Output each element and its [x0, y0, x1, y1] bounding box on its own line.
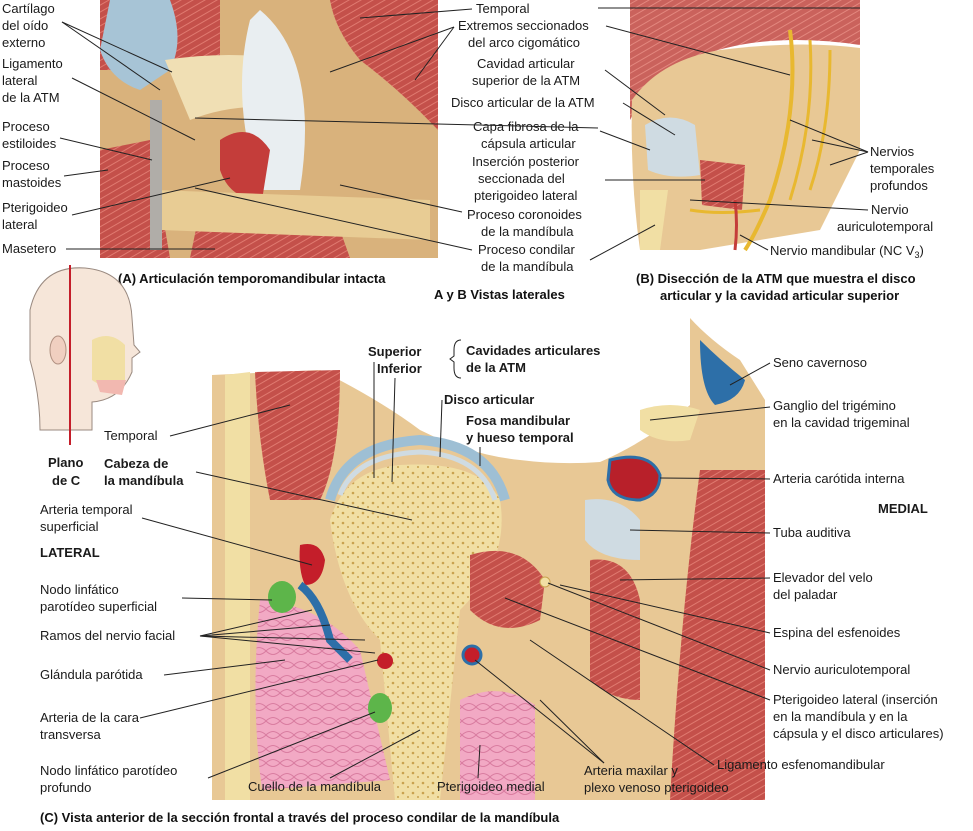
panel-ab-caption: A y B Vistas laterales: [434, 287, 565, 302]
panel-c-left-labels: Temporal Cabeza de la mandíbula Arteria …: [40, 428, 729, 795]
label-temporal-c: Temporal: [104, 428, 158, 443]
label-cavidad-inferior: Inferior: [377, 361, 422, 376]
label-arteria-carotida: Arteria carótida interna: [773, 471, 905, 486]
label-fosa-mandibular: Fosa mandibular y hueso temporal: [466, 413, 574, 445]
label-elevador-velo: Elevador del velo del paladar: [773, 570, 876, 602]
label-proceso-condilar: Proceso condilar de la mandíbula: [478, 242, 578, 274]
label-espina-esfenoides: Espina del esfenoides: [773, 625, 901, 640]
label-lateral: LATERAL: [40, 545, 100, 560]
label-disco-articular-atm: Disco articular de la ATM: [451, 95, 595, 110]
panel-c-top-leaders: [373, 362, 481, 483]
label-temporal-a: Temporal: [476, 1, 530, 16]
label-cavidad-articular-superior: Cavidad articular superior de la ATM: [472, 56, 580, 88]
label-ligamento-lateral: Ligamento lateral de la ATM: [2, 56, 66, 105]
label-proceso-mastoides: Proceso mastoides: [2, 158, 62, 190]
label-nervios-temporales-profundos: Nervios temporales profundos: [870, 144, 938, 193]
label-nervio-mandibular: Nervio mandibular (NC V3): [770, 243, 924, 260]
label-pterigoideo-lateral-c: Pterigoideo lateral (inserción en la man…: [773, 692, 944, 741]
label-ganglio-trigemino: Ganglio del trigémino en la cavidad trig…: [773, 398, 910, 430]
label-pterigoideo-lateral-a: Pterigoideo lateral: [2, 200, 71, 232]
panel-a-right-leaders: [194, 8, 599, 251]
label-nodo-linfatico-superficial: Nodo linfático parotídeo superficial: [40, 582, 157, 614]
panel-a-left-labels: Cartílago del oído externo Ligamento lat…: [2, 1, 71, 256]
label-proceso-estiloides: Proceso estiloides: [2, 119, 57, 151]
label-seno-cavernoso: Seno cavernoso: [773, 355, 867, 370]
label-masetero: Masetero: [2, 241, 56, 256]
label-medial: MEDIAL: [878, 501, 928, 516]
label-glandula-parotida: Glándula parótida: [40, 667, 143, 682]
panel-c-right-labels: Seno cavernoso Ganglio del trigémino en …: [717, 355, 944, 772]
label-arteria-maxilar: Arteria maxilar y plexo venoso pterigoid…: [584, 763, 729, 795]
panel-b-leaders: [589, 7, 869, 261]
panel-a-right-labels: Temporal Extremos seccionados del arco c…: [451, 1, 595, 274]
label-extremos-seccionados: Extremos seccionados del arco cigomático: [458, 18, 592, 50]
label-nervio-auriculotemporal-c: Nervio auriculotemporal: [773, 662, 910, 677]
label-insercion-posterior: Inserción posterior seccionada del pteri…: [472, 154, 583, 203]
panel-a-illustration: [100, 0, 438, 258]
brace: [449, 339, 462, 379]
panel-c-illustration: [212, 318, 765, 800]
label-cuello-mandibula: Cuello de la mandíbula: [248, 779, 382, 794]
panel-c-right-leaders: [504, 362, 771, 766]
label-proceso-coronoides: Proceso coronoides de la mandíbula: [467, 207, 586, 239]
label-nodo-linfatico-profundo: Nodo linfático parotídeo profundo: [40, 763, 181, 795]
label-plano-de-c: Plano de C: [48, 455, 87, 488]
label-arteria-cara-transversa: Arteria de la cara transversa: [40, 710, 143, 742]
label-cartilago-oido: Cartílago del oído externo: [2, 1, 58, 50]
label-pterigoideo-medial: Pterigoideo medial: [437, 779, 545, 794]
label-nervio-auriculotemporal-b: Nervio auriculotemporal: [837, 202, 933, 234]
head-orientation-icon: [29, 265, 141, 445]
label-ramos-nervio-facial: Ramos del nervio facial: [40, 628, 175, 643]
label-tuba-auditiva: Tuba auditiva: [773, 525, 851, 540]
panel-b-labels: Nervios temporales profundos Nervio auri…: [770, 144, 938, 260]
label-cabeza-mandibula: Cabeza de la mandíbula: [104, 456, 184, 488]
panel-a-left-leaders: [59, 21, 231, 250]
panel-c-caption: (C) Vista anterior de la sección frontal…: [40, 810, 560, 825]
panel-c-left-leaders: [139, 404, 605, 779]
label-capa-fibrosa: Capa fibrosa de la cápsula articular: [473, 119, 582, 151]
label-cavidad-superior: Superior: [368, 344, 421, 359]
label-cavidades-articulares: Cavidades articulares de la ATM: [466, 343, 604, 375]
panel-b-illustration: [630, 0, 860, 252]
label-disco-articular-c: Disco articular: [444, 392, 534, 407]
panel-a-caption: (A) Articulación temporomandibular intac…: [118, 271, 386, 286]
label-ligamento-esfenomandibular: Ligamento esfenomandibular: [717, 757, 885, 772]
panel-b-caption: (B) Disección de la ATM que muestra el d…: [636, 271, 919, 303]
label-arteria-temporal-superficial: Arteria temporal superficial: [40, 502, 136, 534]
panel-c-top-labels: Superior Inferior Cavidades articulares …: [368, 339, 604, 445]
